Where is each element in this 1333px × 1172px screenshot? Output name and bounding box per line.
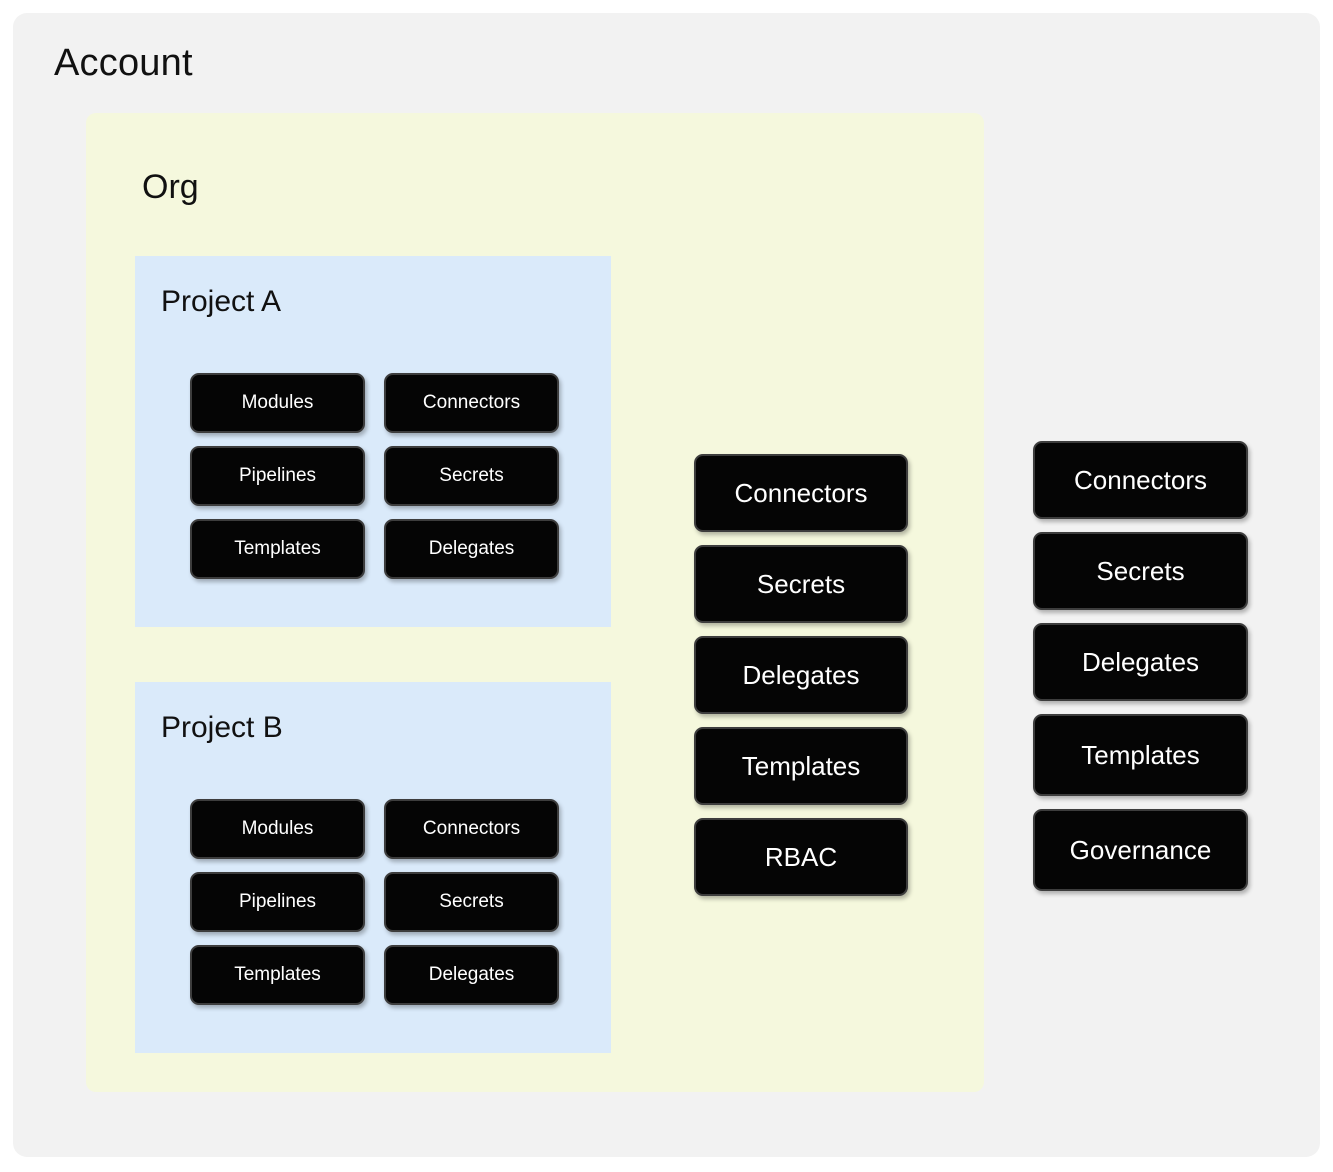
account-scope-title: Account	[54, 42, 193, 84]
project-b-resource-grid: Modules Connectors Pipelines Secrets Tem…	[190, 799, 559, 1005]
project-b-resource-pipelines[interactable]: Pipelines	[190, 872, 365, 932]
account-scope-container: Account Org Project A Modules Connectors…	[13, 13, 1320, 1157]
account-resource-governance[interactable]: Governance	[1033, 809, 1248, 891]
project-a-resource-templates[interactable]: Templates	[190, 519, 365, 579]
account-resource-connectors[interactable]: Connectors	[1033, 441, 1248, 519]
project-a-resource-grid: Modules Connectors Pipelines Secrets Tem…	[190, 373, 559, 579]
org-scope-title: Org	[142, 168, 199, 206]
account-resource-secrets[interactable]: Secrets	[1033, 532, 1248, 610]
account-resource-delegates[interactable]: Delegates	[1033, 623, 1248, 701]
project-b-resource-connectors[interactable]: Connectors	[384, 799, 559, 859]
project-b-resource-modules[interactable]: Modules	[190, 799, 365, 859]
project-a-title: Project A	[161, 285, 282, 318]
org-resource-column: Connectors Secrets Delegates Templates R…	[694, 454, 908, 896]
project-a-resource-connectors[interactable]: Connectors	[384, 373, 559, 433]
project-b-resource-secrets[interactable]: Secrets	[384, 872, 559, 932]
account-resource-column: Connectors Secrets Delegates Templates G…	[1033, 441, 1248, 891]
account-resource-templates[interactable]: Templates	[1033, 714, 1248, 796]
project-b-resource-delegates[interactable]: Delegates	[384, 945, 559, 1005]
org-resource-templates[interactable]: Templates	[694, 727, 908, 805]
project-a-resource-secrets[interactable]: Secrets	[384, 446, 559, 506]
project-a-resource-delegates[interactable]: Delegates	[384, 519, 559, 579]
org-resource-connectors[interactable]: Connectors	[694, 454, 908, 532]
org-resource-rbac[interactable]: RBAC	[694, 818, 908, 896]
org-resource-delegates[interactable]: Delegates	[694, 636, 908, 714]
org-resource-secrets[interactable]: Secrets	[694, 545, 908, 623]
org-scope-container: Org Project A Modules Connectors Pipelin…	[86, 113, 984, 1092]
project-a-container: Project A Modules Connectors Pipelines S…	[135, 256, 611, 627]
project-b-resource-templates[interactable]: Templates	[190, 945, 365, 1005]
project-a-resource-pipelines[interactable]: Pipelines	[190, 446, 365, 506]
project-a-resource-modules[interactable]: Modules	[190, 373, 365, 433]
project-b-container: Project B Modules Connectors Pipelines S…	[135, 682, 611, 1053]
project-b-title: Project B	[161, 711, 283, 744]
